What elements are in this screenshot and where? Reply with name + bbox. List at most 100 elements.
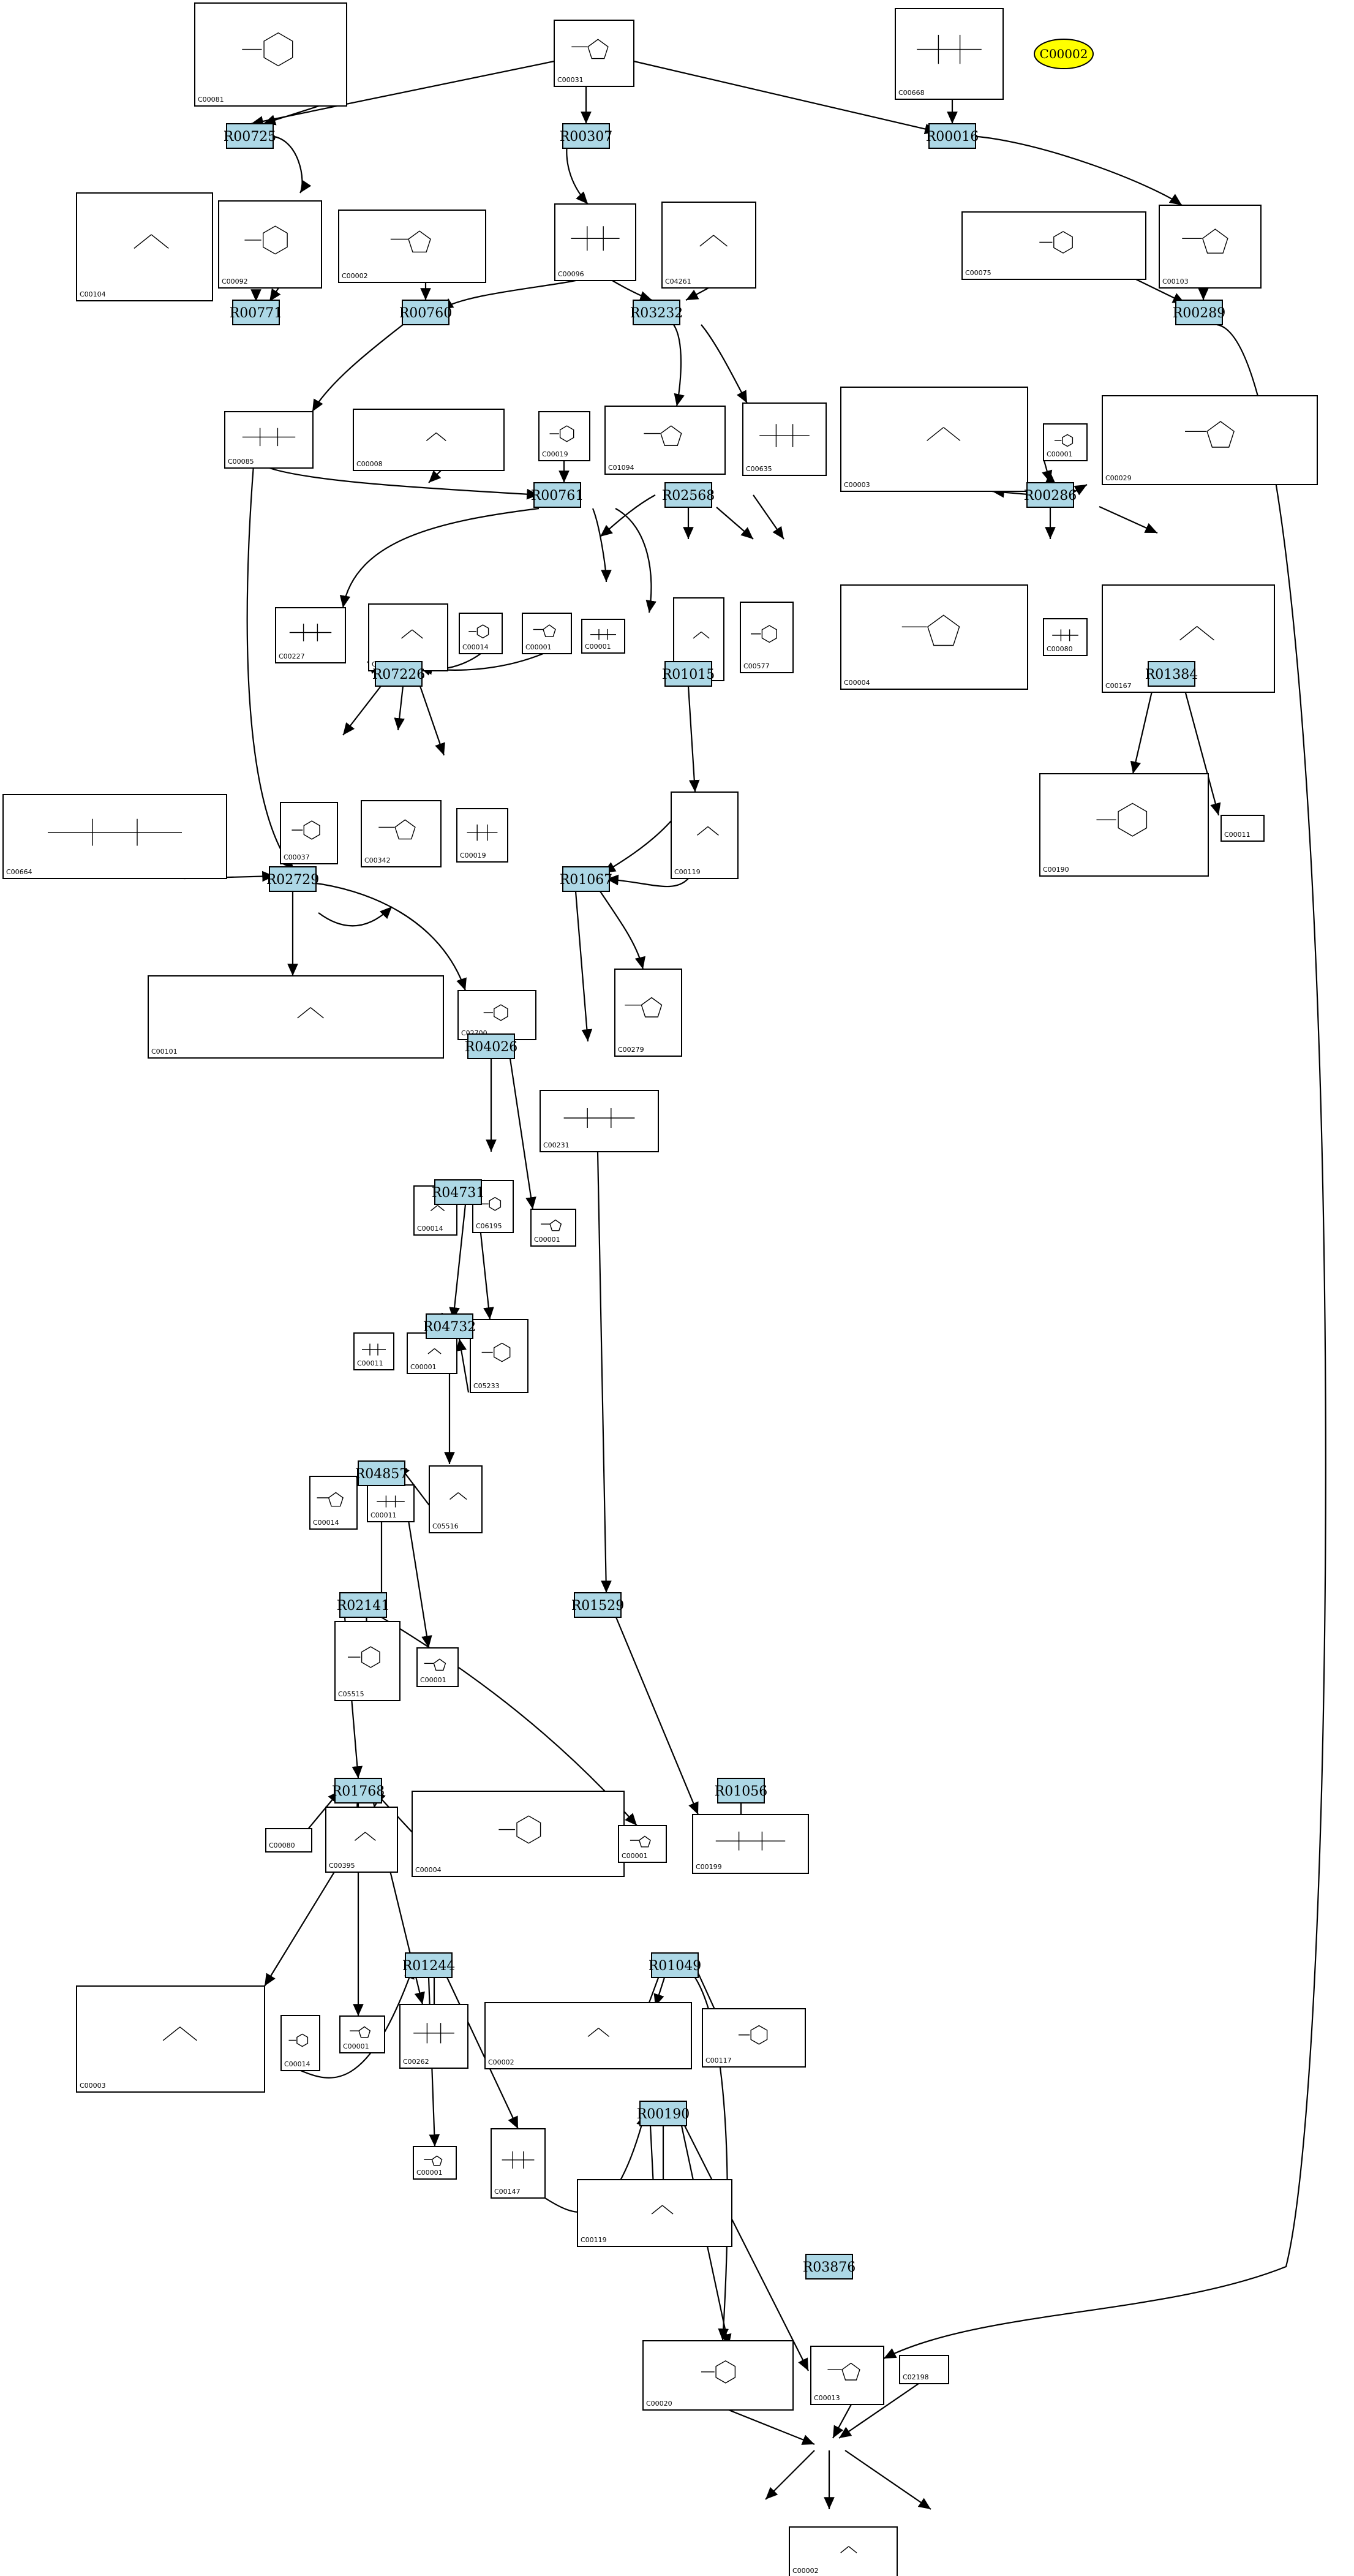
reaction-box[interactable] [633, 300, 680, 325]
compound-box[interactable] [459, 613, 503, 654]
reaction-box[interactable] [426, 1313, 473, 1339]
reaction-node[interactable]: R02729 [266, 866, 320, 892]
reaction-node[interactable]: R00190 [637, 2101, 690, 2126]
compound-node[interactable]: C05515 [334, 1621, 401, 1701]
compound-box[interactable] [2, 794, 227, 879]
compound-box[interactable] [581, 619, 625, 654]
reaction-node[interactable]: R00289 [1173, 300, 1226, 325]
compound-node[interactable]: C00119 [577, 2179, 732, 2247]
compound-node[interactable]: C00011 [367, 1484, 415, 1522]
reaction-box[interactable] [639, 2101, 687, 2126]
compound-node[interactable]: C00635 [742, 402, 827, 476]
compound-box[interactable] [413, 2146, 457, 2180]
compound-box[interactable] [899, 2355, 949, 2384]
compound-node[interactable]: C00231 [540, 1090, 659, 1152]
compound-box[interactable] [339, 2015, 385, 2053]
compound-node[interactable]: C00577 [740, 602, 794, 673]
compound-box[interactable] [491, 2128, 546, 2199]
compound-node[interactable]: C00119 [671, 791, 739, 879]
reaction-node[interactable]: R00725 [224, 123, 277, 149]
compound-node[interactable]: C00395 [325, 1807, 398, 1873]
compound-box[interactable] [399, 2004, 468, 2069]
compound-node[interactable]: C00001 [618, 1825, 667, 1863]
compound-node[interactable]: C00002 [484, 2002, 692, 2069]
reaction-node[interactable]: R01056 [715, 1778, 768, 1804]
compound-box[interactable] [810, 2346, 884, 2405]
reaction-box[interactable] [1175, 300, 1223, 325]
reaction-box[interactable] [1026, 482, 1074, 508]
compound-node[interactable]: C00668 [895, 8, 1004, 100]
compound-box[interactable] [1043, 423, 1088, 461]
compound-node[interactable]: C00001 [416, 1647, 459, 1687]
reaction-node[interactable]: R03232 [630, 300, 683, 325]
compound-box[interactable] [412, 1791, 625, 1877]
compound-node[interactable]: C00001 [407, 1332, 457, 1374]
compound-node[interactable]: C00031 [554, 20, 634, 87]
compound-node[interactable]: C00199 [692, 1814, 809, 1874]
compound-node[interactable]: C00020 [642, 2340, 794, 2411]
compound-node[interactable]: C00001 [339, 2015, 385, 2053]
reaction-box[interactable] [339, 1592, 387, 1618]
reaction-node[interactable]: R04732 [423, 1313, 476, 1339]
compound-box[interactable] [76, 1985, 265, 2093]
compound-node[interactable]: C00147 [491, 2128, 546, 2199]
reaction-node[interactable]: R01768 [332, 1778, 385, 1804]
reaction-box[interactable] [651, 1952, 699, 1978]
compound-box[interactable] [1159, 205, 1262, 289]
reaction-box[interactable] [226, 123, 274, 149]
compound-box[interactable] [334, 1621, 401, 1701]
compound-box[interactable] [407, 1332, 457, 1374]
compound-node[interactable]: C00029 [1102, 395, 1318, 485]
compound-box[interactable] [457, 990, 536, 1040]
compound-box[interactable] [280, 802, 338, 864]
compound-box[interactable] [224, 411, 314, 469]
compound-box[interactable] [280, 2015, 320, 2071]
compound-node[interactable]: C00001 [530, 1209, 576, 1247]
compound-node[interactable]: C00085 [224, 411, 314, 469]
reaction-box[interactable] [434, 1179, 482, 1205]
compound-box[interactable] [604, 406, 726, 475]
compound-node[interactable]: C00167 [1102, 584, 1275, 693]
compound-node[interactable]: C00001 [522, 613, 572, 654]
compound-box[interactable] [456, 808, 508, 863]
reaction-node[interactable]: R01384 [1145, 661, 1198, 687]
compound-box[interactable] [265, 1828, 312, 1853]
compound-node[interactable]: C00002 [789, 2526, 898, 2576]
compound-box[interactable] [577, 2179, 732, 2247]
compound-node[interactable]: C00003 [840, 387, 1028, 492]
compound-node[interactable]: C02198 [899, 2355, 949, 2384]
reaction-box[interactable] [664, 482, 712, 508]
compound-box[interactable] [429, 1465, 483, 1533]
compound-box[interactable] [642, 2340, 794, 2411]
reaction-box[interactable] [358, 1460, 405, 1486]
reaction-node[interactable]: R01244 [402, 1952, 456, 1978]
compound-box[interactable] [484, 2002, 692, 2069]
compound-box[interactable] [194, 2, 347, 107]
reaction-node[interactable]: R04026 [465, 1033, 518, 1059]
reaction-box[interactable] [375, 661, 423, 687]
reaction-node[interactable]: R00760 [399, 300, 453, 325]
compound-box[interactable] [554, 203, 636, 281]
compound-box[interactable] [338, 210, 486, 283]
compound-node[interactable]: C00104 [76, 192, 213, 301]
reaction-box[interactable] [717, 1778, 765, 1804]
reaction-node[interactable]: R00307 [560, 123, 613, 149]
compound-node[interactable]: C00019 [456, 808, 508, 863]
compound-node[interactable]: C00004 [840, 584, 1028, 690]
reaction-box[interactable] [402, 300, 449, 325]
compound-node[interactable]: C00003 [76, 1985, 265, 2093]
compound-node[interactable]: C00092 [218, 200, 322, 289]
compound-box[interactable] [789, 2526, 898, 2576]
reaction-node[interactable]: R00016 [926, 123, 979, 149]
reaction-box[interactable] [562, 123, 610, 149]
compound-box[interactable] [530, 1209, 576, 1247]
compound-box[interactable] [1220, 815, 1265, 842]
reaction-box[interactable] [269, 866, 317, 892]
reaction-node[interactable]: R01015 [662, 661, 715, 687]
compound-box[interactable] [1039, 773, 1209, 877]
compound-box[interactable] [618, 1825, 667, 1863]
compound-box[interactable] [275, 607, 346, 663]
compound-node[interactable]: C00664 [2, 794, 227, 879]
compound-node[interactable]: C05233 [470, 1319, 528, 1393]
compound-node[interactable]: C00096 [554, 203, 636, 281]
